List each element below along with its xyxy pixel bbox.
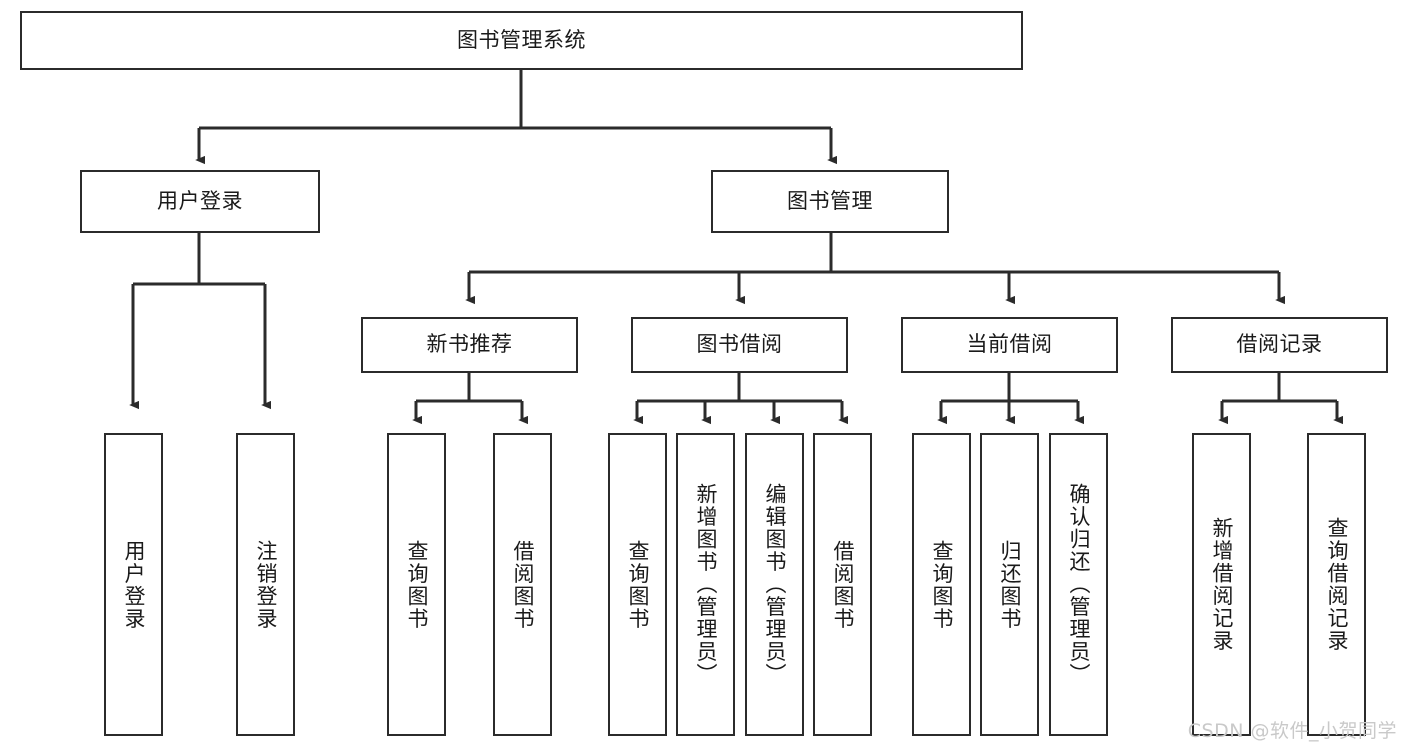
node-label: 新增图书（管理员）	[693, 483, 718, 686]
leaf-borrow-book-recommend[interactable]: 借阅图书	[493, 433, 552, 736]
node-label: 归还图书	[997, 539, 1022, 630]
leaf-user-login[interactable]: 用户登录	[104, 433, 163, 736]
leaf-query-book-borrow[interactable]: 查询图书	[608, 433, 667, 736]
node-root-system[interactable]: 图书管理系统	[20, 11, 1023, 70]
csdn-watermark: CSDN @软件_小贺同学	[1187, 720, 1397, 742]
node-book-borrow[interactable]: 图书借阅	[631, 317, 848, 373]
node-new-book-recommend[interactable]: 新书推荐	[361, 317, 578, 373]
node-label: 借阅记录	[1236, 332, 1323, 357]
leaf-return-book[interactable]: 归还图书	[980, 433, 1039, 736]
node-label: 借阅图书	[830, 539, 855, 630]
node-borrow-record[interactable]: 借阅记录	[1171, 317, 1388, 373]
leaf-add-borrow-record[interactable]: 新增借阅记录	[1192, 433, 1251, 736]
leaf-query-book-recommend[interactable]: 查询图书	[387, 433, 446, 736]
node-label: 确认归还（管理员）	[1066, 483, 1091, 686]
node-label: 用户登录	[157, 188, 243, 213]
node-label: 图书借阅	[696, 332, 783, 357]
node-label: 当前借阅	[966, 332, 1053, 357]
node-label: 查询图书	[625, 539, 650, 630]
node-current-borrow[interactable]: 当前借阅	[901, 317, 1118, 373]
node-label: 借阅图书	[510, 539, 535, 630]
node-user-login[interactable]: 用户登录	[80, 170, 320, 233]
node-label: 图书管理系统	[457, 27, 586, 52]
leaf-add-book-admin[interactable]: 新增图书（管理员）	[676, 433, 735, 736]
leaf-query-book-current[interactable]: 查询图书	[912, 433, 971, 736]
node-label: 新增借阅记录	[1209, 517, 1234, 652]
leaf-logout[interactable]: 注销登录	[236, 433, 295, 736]
leaf-edit-book-admin[interactable]: 编辑图书（管理员）	[745, 433, 804, 736]
node-label: 查询图书	[929, 539, 954, 630]
leaf-confirm-return-admin[interactable]: 确认归还（管理员）	[1049, 433, 1108, 736]
node-book-management[interactable]: 图书管理	[711, 170, 949, 233]
node-label: 查询图书	[404, 539, 429, 630]
leaf-query-borrow-record[interactable]: 查询借阅记录	[1307, 433, 1366, 736]
leaf-borrow-book[interactable]: 借阅图书	[813, 433, 872, 736]
node-label: 查询借阅记录	[1324, 517, 1349, 652]
node-label: 用户登录	[121, 539, 146, 630]
node-label: 编辑图书（管理员）	[762, 483, 787, 686]
node-label: 图书管理	[787, 188, 873, 213]
node-label: 注销登录	[253, 539, 278, 630]
node-label: 新书推荐	[426, 332, 513, 357]
